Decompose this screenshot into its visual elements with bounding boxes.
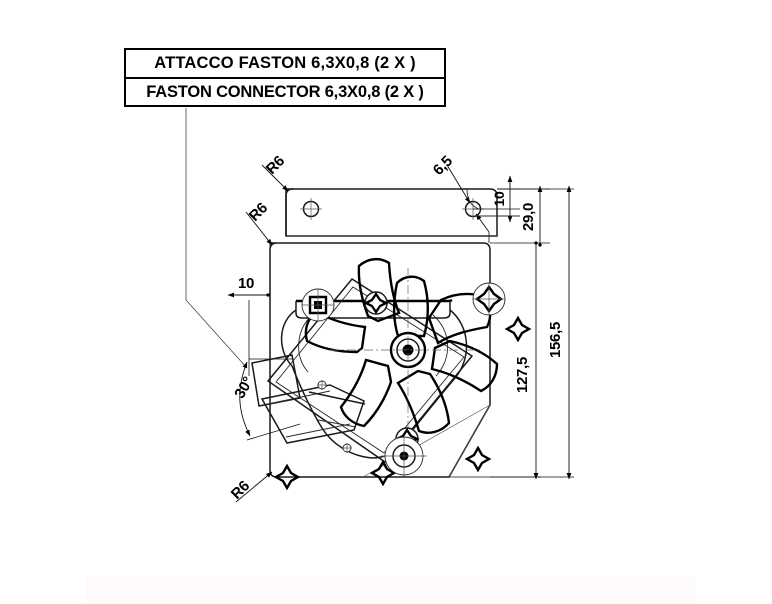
callout-line-italian: ATTACCO FASTON 6,3X0,8 (2 X ) [154, 54, 416, 72]
dim-label-hole-65: 6,5 [430, 153, 456, 179]
main-body-outline [269, 242, 491, 478]
screw-mark-right-mid [504, 315, 532, 343]
dim-label-r6-body-bl: R6 [228, 478, 253, 503]
screw-mark-bottom-left [273, 463, 301, 491]
callout-line-english: FASTON CONNECTOR 6,3X0,8 (2 X ) [126, 76, 444, 106]
dim-label-offset-10-left: 10 [238, 275, 254, 292]
dim-label-r6-flange: R6 [263, 153, 288, 178]
hole-arc-detail [466, 188, 520, 243]
shaft-boss-bottom [381, 436, 427, 477]
screw-mark-top-left [301, 288, 335, 322]
dimension-r6-body-bl: R6 [228, 471, 273, 503]
dimension-r6-body-tl: R6 [245, 200, 273, 246]
dimension-height-1565: 156,5 [449, 185, 574, 480]
dimension-height-1275: 127,5 [490, 241, 541, 480]
dim-label-height-1275: 127,5 [514, 357, 531, 393]
dimension-r6-flange: R6 [261, 153, 289, 192]
dim-label-height-1565: 156,5 [547, 322, 564, 358]
screw-mark-top-right [472, 282, 506, 316]
bottom-band [86, 576, 696, 604]
mounting-flange [285, 188, 498, 237]
screw-mark-bottom-mid [369, 459, 397, 487]
fan-impeller [304, 258, 499, 434]
screw-mark-right-lower [464, 445, 492, 473]
screw-mark-inner-upper [363, 291, 389, 315]
dim-label-r6-body-tl: R6 [246, 200, 271, 225]
dim-label-angle-30: 30° [231, 374, 257, 402]
reference-marks [317, 380, 352, 453]
dim-label-offset-10-top: 10 [491, 191, 507, 206]
dim-label-height-29: 29,0 [520, 203, 537, 231]
callout-leader [185, 108, 248, 369]
flange-hole-left [300, 198, 322, 220]
faston-connector-callout: ATTACCO FASTON 6,3X0,8 (2 X ) FASTON CON… [124, 48, 446, 107]
dimension-hole-65: 6,5 [430, 153, 490, 233]
dimension-offset-10-left: 10 [227, 243, 271, 376]
